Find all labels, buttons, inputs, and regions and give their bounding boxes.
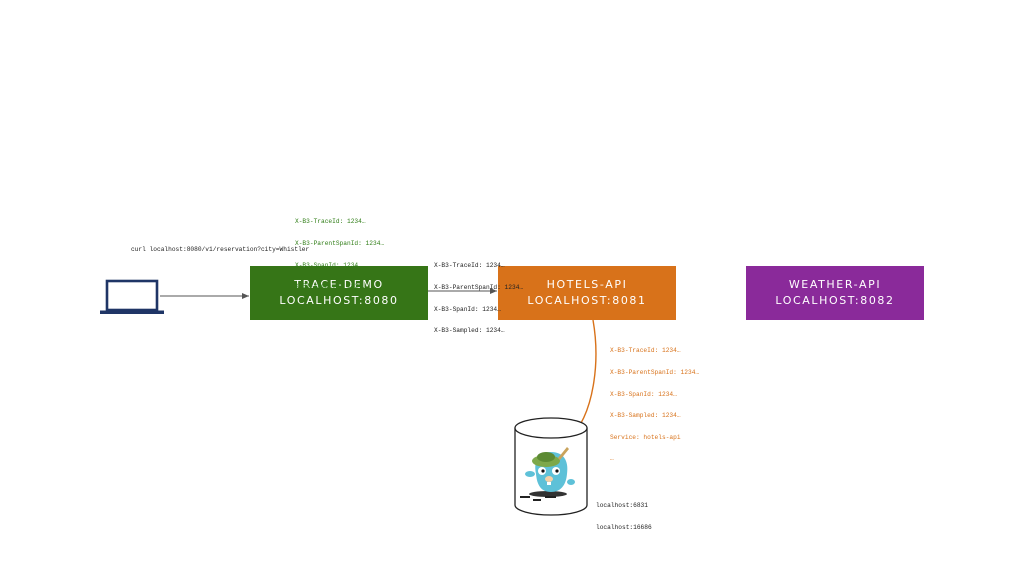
- header-line: Service: hotels-api: [610, 433, 681, 441]
- header-line: …: [610, 455, 614, 463]
- trace-demo-name: TRACE-DEMO: [294, 278, 384, 291]
- headers-mid-block: X-B3-TraceId: 1234… X-B3-ParentSpanId: 1…: [434, 248, 523, 342]
- headers-orange-block: X-B3-TraceId: 1234… X-B3-ParentSpanId: 1…: [610, 333, 699, 470]
- weather-api-service-box: WEATHER-API LOCALHOST:8082: [746, 266, 924, 320]
- header-line: X-B3-SpanId: 1234…: [434, 305, 501, 313]
- collector-ports: localhost:6831 localhost:16686: [596, 488, 652, 538]
- trace-demo-address: LOCALHOST:8080: [279, 294, 399, 307]
- header-line: X-B3-Sampled: 1234…: [295, 283, 366, 291]
- hotels-api-service-box: HOTELS-API LOCALHOST:8081: [498, 266, 676, 320]
- collector-port: localhost:6831: [596, 502, 648, 510]
- header-line: X-B3-ParentSpanId: 1234…: [434, 284, 524, 292]
- header-line: X-B3-TraceId: 1234…: [295, 218, 366, 226]
- headers-green-block: X-B3-TraceId: 1234… X-B3-ParentSpanId: 1…: [295, 204, 384, 298]
- weather-api-name: WEATHER-API: [788, 278, 882, 291]
- trace-demo-service-box: TRACE-DEMO LOCALHOST:8080: [250, 266, 428, 320]
- header-line: X-B3-Sampled: 1234…: [610, 412, 681, 420]
- hotels-api-name: HOTELS-API: [546, 278, 628, 291]
- header-line: X-B3-ParentSpanId: 1234…: [295, 240, 385, 248]
- gopher-mascot-icon: [520, 447, 575, 501]
- laptop-icon: [100, 279, 164, 314]
- hotels-api-address: LOCALHOST:8081: [527, 294, 647, 307]
- curl-command: curl localhost:8080/v1/reservation?city=…: [131, 246, 310, 253]
- header-line: X-B3-ParentSpanId: 1234…: [610, 369, 700, 377]
- weather-api-address: LOCALHOST:8082: [775, 294, 895, 307]
- collector-port: localhost:16686: [596, 524, 652, 532]
- header-line: X-B3-TraceId: 1234…: [610, 347, 681, 355]
- header-line: X-B3-Sampled: 1234…: [434, 327, 505, 335]
- header-line: X-B3-SpanId: 1234…: [295, 261, 362, 269]
- header-line: X-B3-TraceId: 1234…: [434, 262, 505, 270]
- header-line: X-B3-SpanId: 1234…: [610, 390, 677, 398]
